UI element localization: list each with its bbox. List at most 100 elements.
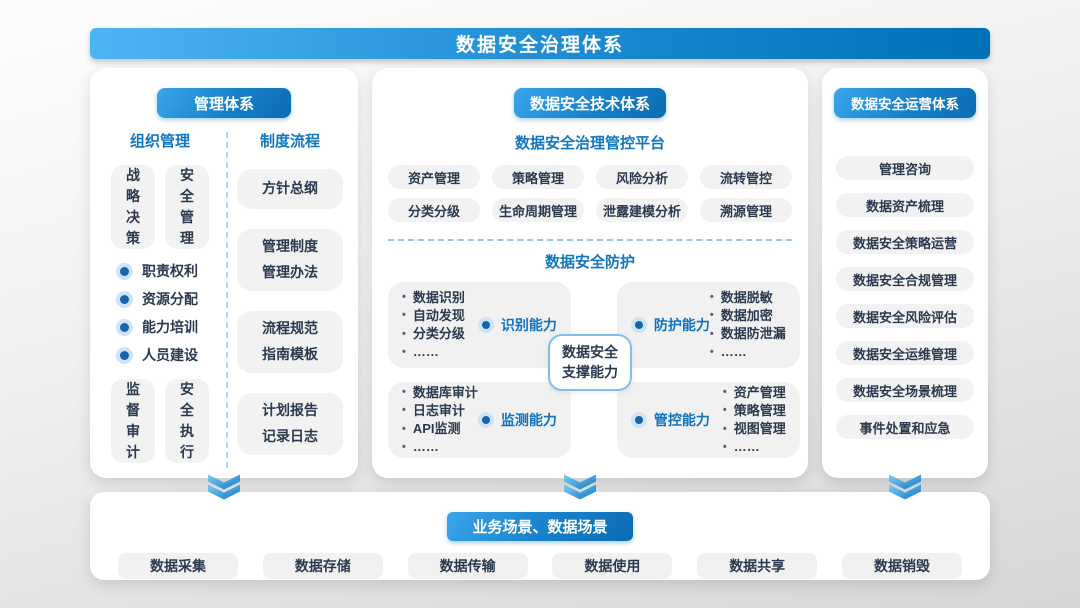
strategy-decision-box: 战略决策 xyxy=(111,165,155,249)
technology-header-badge: 数据安全技术体系 xyxy=(514,88,666,118)
operations-chip: 数据安全策略运营 xyxy=(836,230,974,254)
ring-dot-icon xyxy=(116,290,133,308)
platform-chip: 策略管理 xyxy=(492,165,584,189)
capability-item: 视图管理 xyxy=(733,421,786,436)
capability-box-identify: •数据识别 •自动发现 •分类分级 •…… 识别能力 xyxy=(388,282,571,368)
operations-chip: 数据安全场景梳理 xyxy=(836,378,974,402)
process-heading: 制度流程 xyxy=(259,133,320,150)
list-item: •自动发现 xyxy=(402,308,465,324)
list-item: 能力培训 xyxy=(116,317,224,337)
platform-chip: 生命周期管理 xyxy=(492,198,584,222)
bullet-label: 职责权利 xyxy=(142,263,198,279)
management-panel: 管理体系 组织管理 战略决策 安全管理 职责权利 资源分配 能力培训 人员建设 … xyxy=(90,68,358,478)
bullet-icon: • xyxy=(402,291,406,304)
list-item: 人员建设 xyxy=(116,345,224,365)
support-bubble-line: 支撑能力 xyxy=(562,364,618,381)
scenarios-header-badge: 业务场景、数据场景 xyxy=(447,512,633,541)
bullet-icon: • xyxy=(709,291,714,304)
capability-grid: •数据识别 •自动发现 •分类分级 •…… 识别能力 防护能力 •数据脱敏 •数… xyxy=(388,282,800,458)
process-box-line: 指南模板 xyxy=(262,346,318,362)
capability-item: 资产管理 xyxy=(733,384,786,400)
chevron-down-icon xyxy=(208,474,240,500)
technology-panel: 数据安全技术体系 数据安全治理管控平台 资产管理 策略管理 风险分析 流转管控 … xyxy=(372,68,808,478)
operations-chip: 数据安全风险评估 xyxy=(836,304,974,328)
capability-label-text: 识别能力 xyxy=(500,317,557,333)
scenario-chip: 数据使用 xyxy=(552,553,673,579)
bullet-icon: • xyxy=(722,440,727,453)
operations-header-badge: 数据安全运营体系 xyxy=(834,88,976,118)
capability-box-monitor: •数据库审计 •日志审计 •API监测 •…… 监测能力 xyxy=(388,382,571,458)
platform-chip: 泄露建模分析 xyxy=(596,198,688,222)
process-box: 管理制度 管理办法 xyxy=(237,229,343,291)
supervision-audit-box: 监督审计 xyxy=(111,379,155,463)
capability-item: 策略管理 xyxy=(733,402,786,418)
bullet-label: 人员建设 xyxy=(142,347,198,363)
ring-dot-icon xyxy=(477,317,494,333)
bullet-icon: • xyxy=(722,386,727,399)
capability-item: 自动发现 xyxy=(412,307,465,323)
list-item: • 数据识别 xyxy=(402,290,465,306)
platform-chip: 风险分析 xyxy=(596,165,688,189)
scenario-chip: 数据存储 xyxy=(262,553,383,579)
list-item: • 数据库审计 xyxy=(402,385,478,401)
scenario-chip: 数据共享 xyxy=(697,553,818,579)
list-item: • 策略管理 xyxy=(723,403,786,419)
org-bottom-row: 监督审计 安全执行 xyxy=(96,379,224,463)
support-capability-bubble: 数据安全 支撑能力 xyxy=(548,334,632,391)
management-columns: 组织管理 战略决策 安全管理 职责权利 资源分配 能力培训 人员建设 监督审计 … xyxy=(90,130,358,468)
management-header-badge: 管理体系 xyxy=(157,88,291,118)
bullet-icon: • xyxy=(709,345,714,358)
dashed-section-divider xyxy=(388,239,792,241)
capability-item: 日志审计 xyxy=(412,402,465,418)
capability-item: 数据脱敏 xyxy=(720,289,773,305)
capability-item: 分类分级 xyxy=(412,326,465,341)
bullet-icon: • xyxy=(709,309,714,322)
capability-item: 数据识别 xyxy=(412,289,465,305)
capability-label: 防护能力 xyxy=(630,315,710,335)
capability-label: 识别能力 xyxy=(477,315,557,335)
list-item: •日志审计 xyxy=(402,403,478,419)
scenarios-panel: 业务场景、数据场景 数据采集 数据存储 数据传输 数据使用 数据共享 数据销毁 xyxy=(90,492,990,580)
ring-dot-icon xyxy=(630,317,647,333)
dashed-column-divider xyxy=(226,132,228,468)
platform-chip: 流转管控 xyxy=(700,165,792,189)
ring-dot-icon xyxy=(116,262,133,280)
bullet-icon: • xyxy=(402,327,406,340)
operations-chip: 管理咨询 xyxy=(836,156,974,180)
process-box-line: 记录日志 xyxy=(262,428,318,444)
list-item: •API监测 xyxy=(402,421,478,437)
process-box: 流程规范 指南模板 xyxy=(237,311,343,373)
bullet-icon: • xyxy=(722,404,727,417)
platform-chip: 资产管理 xyxy=(388,165,480,189)
list-item: •…… xyxy=(710,344,786,360)
process-box-line: 管理办法 xyxy=(262,264,318,280)
bullet-icon: • xyxy=(402,386,406,399)
support-bubble-line: 数据安全 xyxy=(562,344,618,360)
capability-item: 数据库审计 xyxy=(412,384,478,400)
diagram-title: 数据安全治理体系 xyxy=(90,28,990,59)
operations-chip: 数据安全合规管理 xyxy=(836,267,974,291)
bullet-icon: • xyxy=(709,327,714,340)
ring-dot-icon xyxy=(116,318,133,336)
chevron-down-icon xyxy=(564,474,596,500)
process-box: 计划报告 记录日志 xyxy=(237,393,343,455)
capability-item: …… xyxy=(412,439,439,455)
capability-item: API监测 xyxy=(412,421,461,436)
vertical-box-label: 安全管理 xyxy=(180,167,194,246)
scenario-chip: 数据销毁 xyxy=(841,553,962,579)
operations-chip: 数据资产梳理 xyxy=(836,193,974,217)
capability-item: 数据防泄漏 xyxy=(720,326,786,341)
operations-panel: 数据安全运营体系 管理咨询 数据资产梳理 数据安全策略运营 数据安全合规管理 数… xyxy=(822,68,988,478)
platform-chip-grid: 资产管理 策略管理 风险分析 流转管控 分类分级 生命周期管理 泄露建模分析 溯… xyxy=(388,165,792,222)
bullet-icon: • xyxy=(402,345,406,358)
list-item: •…… xyxy=(402,344,465,360)
org-management-heading: 组织管理 xyxy=(129,133,190,150)
process-box-line: 管理制度 xyxy=(262,238,318,255)
vertical-box-label: 战略决策 xyxy=(126,167,140,246)
process-box-line: 方针总纲 xyxy=(262,180,318,197)
list-item: •视图管理 xyxy=(723,421,786,437)
operations-chip: 数据安全运维管理 xyxy=(836,341,974,365)
chevron-down-icon xyxy=(889,474,921,500)
ring-dot-icon xyxy=(477,412,494,428)
